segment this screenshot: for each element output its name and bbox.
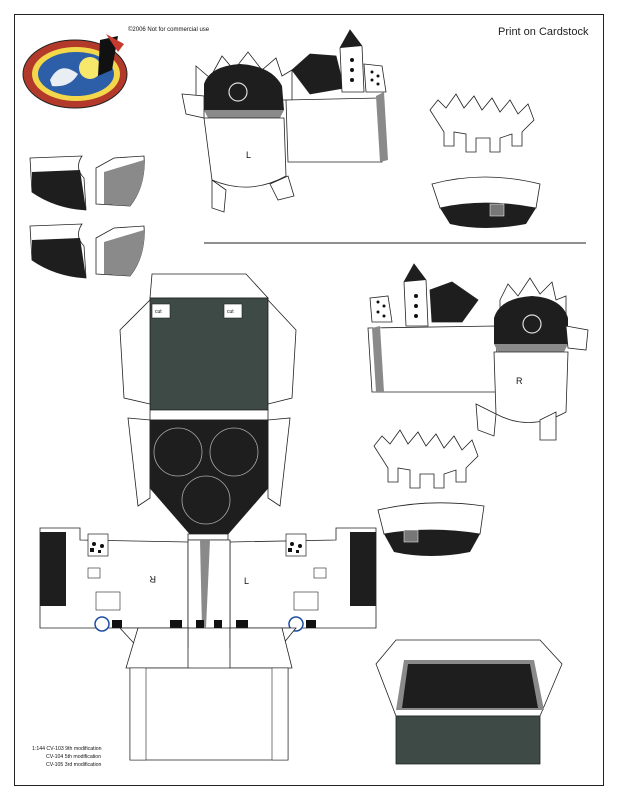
print-instruction: Print on Cardstock	[498, 26, 589, 38]
band-piece-top	[431, 176, 541, 228]
crown-piece-top	[429, 93, 535, 153]
credit-line-2: CV-104 5th modification	[46, 754, 102, 760]
small-flaps-bottom	[29, 223, 145, 279]
cut-mark-left: cut	[155, 309, 162, 315]
credit-line-1: 1:144 CV-103 9th modification	[32, 746, 102, 752]
right-shell-part	[367, 263, 589, 441]
base-part	[375, 639, 563, 765]
right-wing-label: L	[244, 576, 249, 586]
band-piece-bottom	[377, 502, 485, 556]
copyright-note: ©2006 Not for commercial use	[128, 27, 210, 33]
crown-piece-bottom	[373, 429, 479, 489]
tail-box-part	[125, 627, 293, 761]
cut-mark-right: cut	[227, 309, 234, 315]
small-flaps-top	[29, 155, 145, 211]
right-shell-label: R	[516, 376, 523, 386]
credit-line-3: CV-105 3rd modification	[46, 762, 102, 768]
left-wing-label: R	[149, 574, 156, 584]
page-border	[14, 14, 604, 786]
logo-emblem	[22, 34, 128, 109]
left-shell-label: L	[246, 150, 251, 160]
main-body-part: cut cut	[119, 273, 297, 541]
center-strut	[187, 539, 231, 629]
left-shell-part	[181, 29, 388, 213]
